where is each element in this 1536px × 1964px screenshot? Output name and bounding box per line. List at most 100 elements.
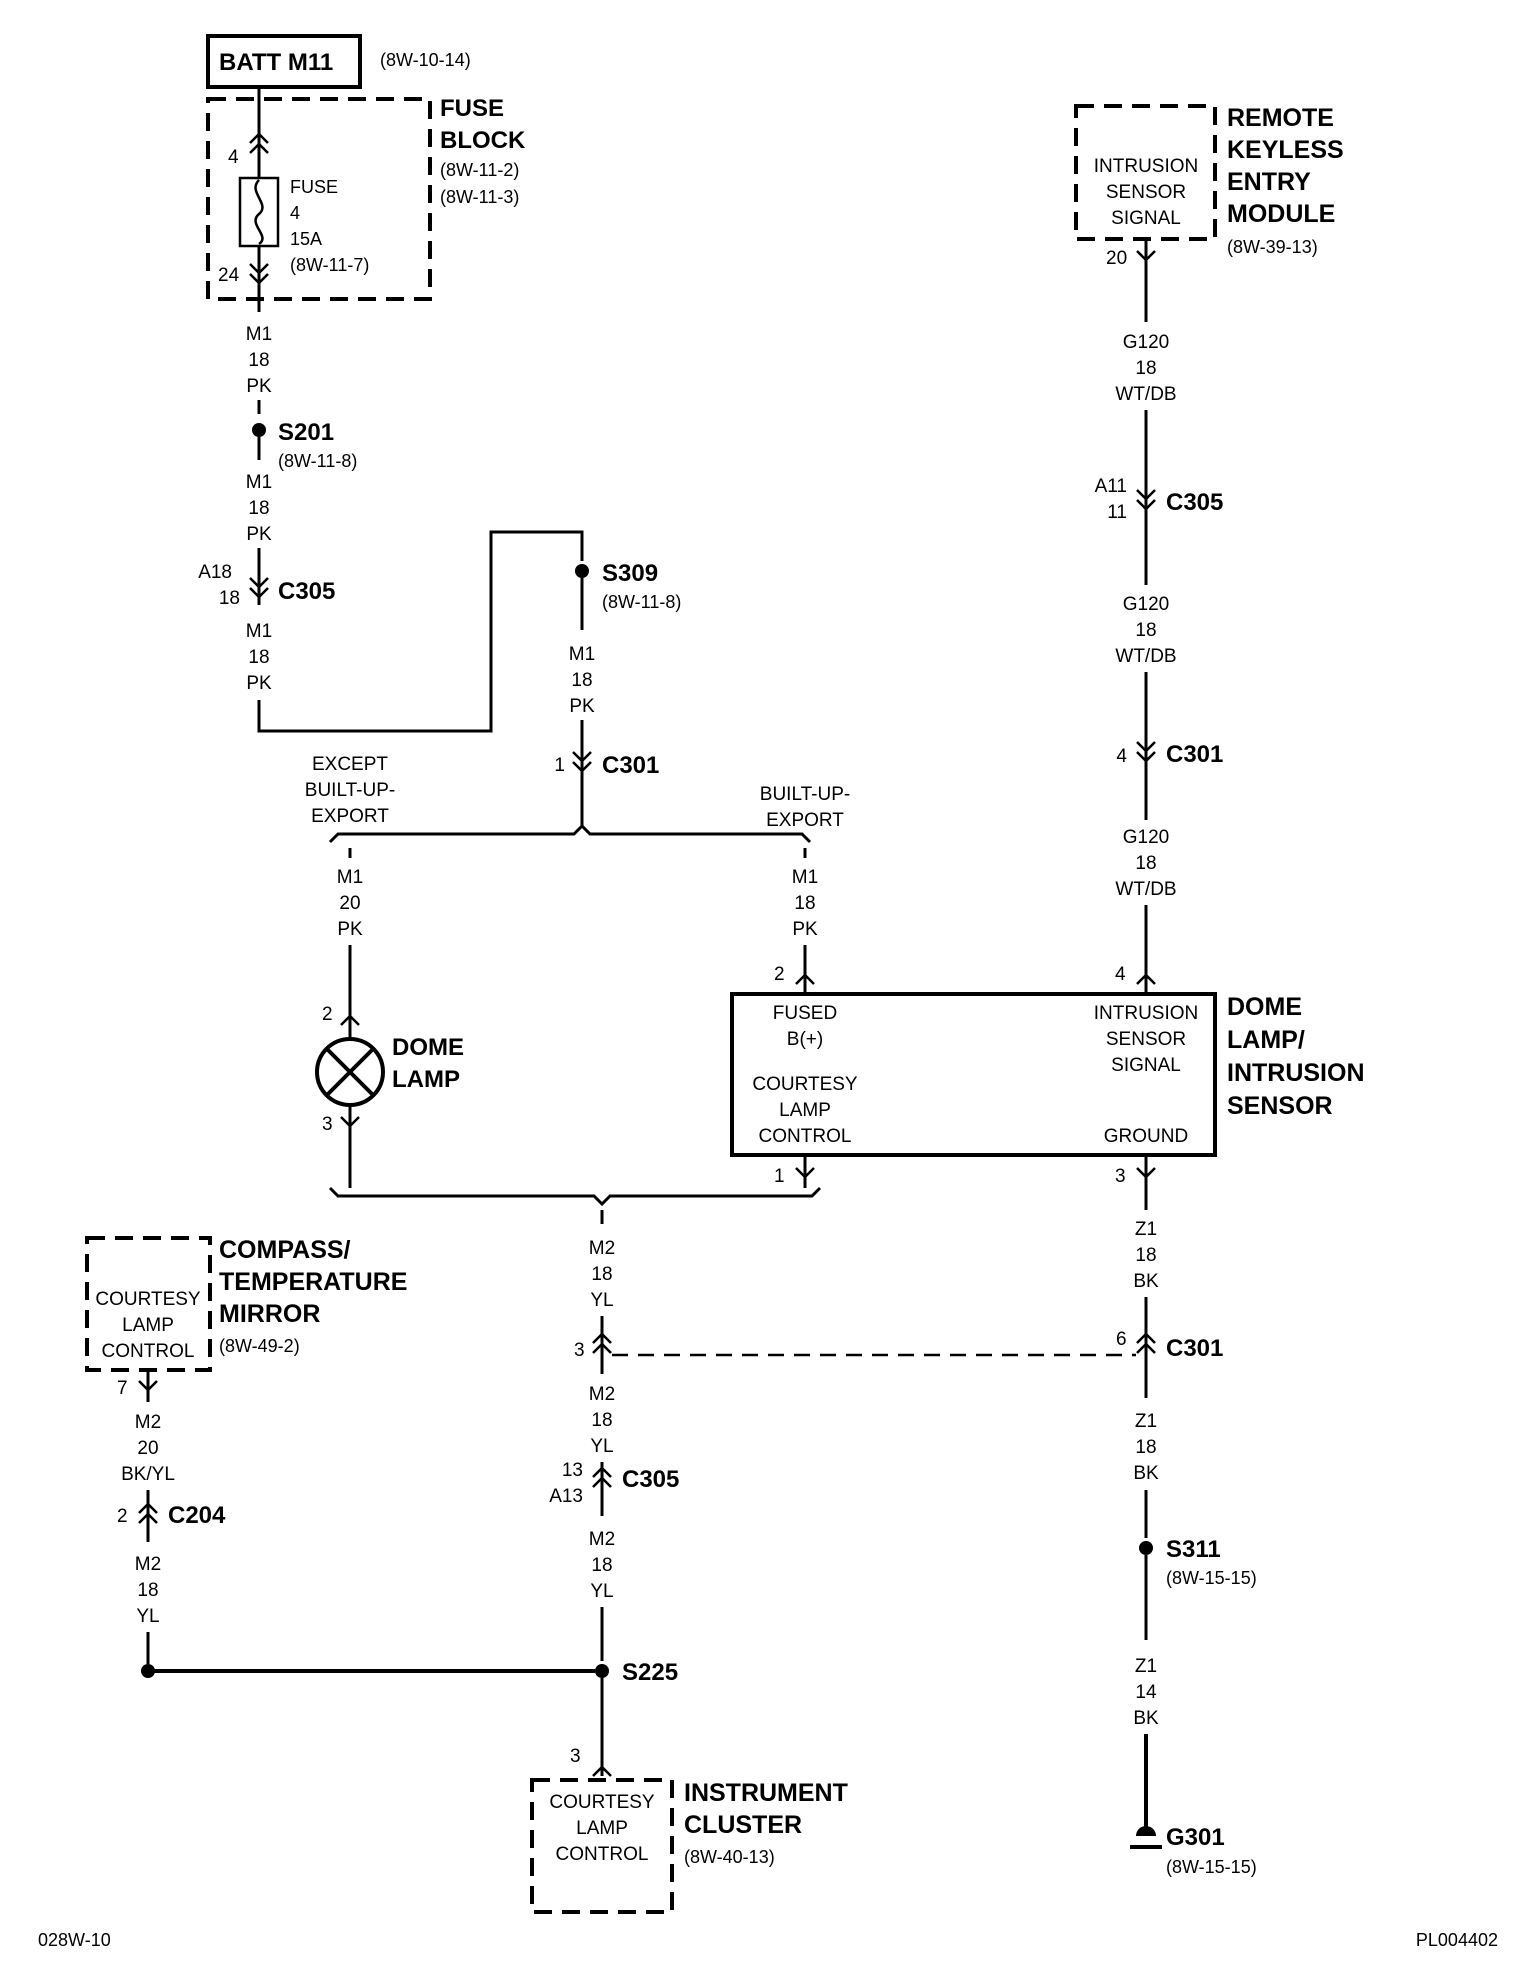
sensor-signal-1: INTRUSION xyxy=(1094,1003,1199,1024)
batt-m11-ref: (8W-10-14) xyxy=(380,50,471,70)
branch-built-1: BUILT-UP- xyxy=(760,784,850,805)
battery-feed: BATT M11 (8W-10-14) xyxy=(206,34,471,89)
sensor-pin-signal-chevron xyxy=(1136,973,1156,985)
c305-mid-pin-b: A13 xyxy=(549,1486,583,1507)
batt-m11-box xyxy=(206,34,362,89)
mirror-pin: 7 xyxy=(117,1378,128,1399)
rke-pin: 20 xyxy=(1106,248,1127,269)
dome-lamp-title-1: DOME xyxy=(392,1034,464,1061)
fuse-block-outline xyxy=(206,97,432,301)
c301-top-pin: 1 xyxy=(554,755,565,776)
splice-s201 xyxy=(252,423,266,437)
jumper-to-s309 xyxy=(257,530,584,733)
dome-lamp-pin-bottom: 3 xyxy=(322,1114,333,1135)
cluster-pin: 3 xyxy=(570,1746,581,1767)
branch-built-2: EXPORT xyxy=(766,810,844,831)
mirror-box-3: CONTROL xyxy=(102,1341,195,1362)
rke-ref: (8W-39-13) xyxy=(1227,237,1318,257)
c301-right-pin: 4 xyxy=(1116,746,1127,767)
c301-mid-left-chevron-1 xyxy=(592,1332,612,1344)
rke-box-1: INTRUSION xyxy=(1094,156,1199,177)
wire-label-color: WT/DB xyxy=(1115,646,1176,667)
c305-right-pin-a: A11 xyxy=(1095,476,1127,497)
intrusion-sensor-module: M1 18 PK 2 FUSED B(+) COURTESY LAMP CONT… xyxy=(328,848,1365,1207)
wire-label-color: BK xyxy=(1133,1271,1159,1292)
c204-chevron-1 xyxy=(138,1502,158,1514)
c204-label: C204 xyxy=(168,1502,226,1529)
c305-right-pin-b: 11 xyxy=(1107,502,1127,523)
wire-label-circuit: Z1 xyxy=(1135,1219,1157,1240)
dome-lamp-title-2: LAMP xyxy=(392,1066,460,1093)
sensor-pin-fused-chevron xyxy=(795,973,815,985)
wire-label-gauge: 18 xyxy=(591,1555,612,1576)
s309-ref: (8W-11-8) xyxy=(602,592,681,612)
sensor-title-3: INTRUSION xyxy=(1227,1059,1365,1087)
wire-label-color: BK xyxy=(1133,1463,1159,1484)
fuse-element xyxy=(254,179,264,246)
batt-m11-label: BATT M11 xyxy=(219,49,333,76)
branch-except-3: EXPORT xyxy=(311,806,389,827)
c301-top-label: C301 xyxy=(602,752,659,779)
fuse-block-ref-1: (8W-11-2) xyxy=(440,160,519,180)
wire-label-color: WT/DB xyxy=(1115,384,1176,405)
fuse-label: FUSE xyxy=(290,177,338,197)
rke-title-2: KEYLESS xyxy=(1227,136,1344,164)
wire-label-circuit: G120 xyxy=(1123,594,1169,615)
c305-left-pin-b: 18 xyxy=(219,588,240,609)
c301-right-chevron-2 xyxy=(1136,751,1156,763)
wire-label-color: BK/YL xyxy=(121,1464,175,1485)
wire-label-gauge: 18 xyxy=(248,647,269,668)
footer-right: PL004402 xyxy=(1416,1930,1498,1950)
wire-label-circuit: M1 xyxy=(792,867,818,888)
wire-label-gauge: 18 xyxy=(1135,853,1156,874)
c301-mid-pin-right: 6 xyxy=(1116,1329,1127,1350)
wire-label-circuit: Z1 xyxy=(1135,1411,1157,1432)
cluster-ref: (8W-40-13) xyxy=(684,1847,775,1867)
wire-label-circuit: M2 xyxy=(135,1554,161,1575)
sensor-pin-fused: 2 xyxy=(774,964,785,985)
fuse-block-title-2: BLOCK xyxy=(440,127,526,154)
wire-label-circuit: M1 xyxy=(246,324,272,345)
rke-box-2: SENSOR xyxy=(1106,182,1186,203)
fuse-pin-in-chevron-1 xyxy=(249,132,269,144)
sensor-fused-2: B(+) xyxy=(787,1029,823,1050)
wire-label-gauge: 20 xyxy=(339,893,360,914)
rke-box-3: SIGNAL xyxy=(1111,208,1181,229)
wire-label-circuit: M2 xyxy=(589,1529,615,1550)
s201-label: S201 xyxy=(278,419,334,446)
c301-mid-right-chevron-2 xyxy=(1136,1342,1156,1354)
splice-s311 xyxy=(1139,1541,1153,1555)
c305-right-label: C305 xyxy=(1166,489,1223,516)
wire-label-gauge: 18 xyxy=(794,893,815,914)
sensor-courtesy-1: COURTESY xyxy=(752,1074,858,1095)
wire-label-circuit: M2 xyxy=(589,1238,615,1259)
instrument-cluster: COURTESY LAMP CONTROL INSTRUMENT CLUSTER… xyxy=(530,1778,848,1914)
c305-right-chevron-2 xyxy=(1136,499,1156,511)
rke-title-4: MODULE xyxy=(1227,200,1335,228)
c305-mid-pin-a: 13 xyxy=(562,1460,583,1481)
wire-label-circuit: M1 xyxy=(337,867,363,888)
dome-lamp-bulb-x2 xyxy=(325,1047,375,1097)
c301-mid-pin-left: 3 xyxy=(574,1340,585,1361)
wire-label-gauge: 18 xyxy=(591,1264,612,1285)
wire-label-color: YL xyxy=(590,1290,613,1311)
footer-left: 028W-10 xyxy=(38,1930,111,1950)
c301-top-chevron-1 xyxy=(572,751,592,763)
wire-label-color: PK xyxy=(246,524,272,545)
s201-ref: (8W-11-8) xyxy=(278,451,357,471)
splice-s225 xyxy=(595,1664,609,1678)
fuse-pin-out: 24 xyxy=(218,265,240,286)
wire-label-color: WT/DB xyxy=(1115,879,1176,900)
instrument-cluster-outline xyxy=(530,1778,674,1914)
sensor-signal-2: SENSOR xyxy=(1106,1029,1186,1050)
c301-mid-label: C301 xyxy=(1166,1335,1223,1362)
fuse-block-title-1: FUSE xyxy=(440,95,504,122)
sensor-ground: GROUND xyxy=(1104,1126,1188,1147)
cluster-pin-chevron xyxy=(592,1765,612,1777)
mirror-title-3: MIRROR xyxy=(219,1300,320,1328)
c301-mid-right-chevron-1 xyxy=(1136,1332,1156,1344)
wire-label-color: YL xyxy=(590,1436,613,1457)
fuse-pin-in-chevron-2 xyxy=(249,142,269,154)
wire-label-circuit: M1 xyxy=(569,644,595,665)
ground-run: 3 Z1 18 BK 6 C301 Z1 18 BK S311 (8W-15-1… xyxy=(1115,1155,1257,1877)
